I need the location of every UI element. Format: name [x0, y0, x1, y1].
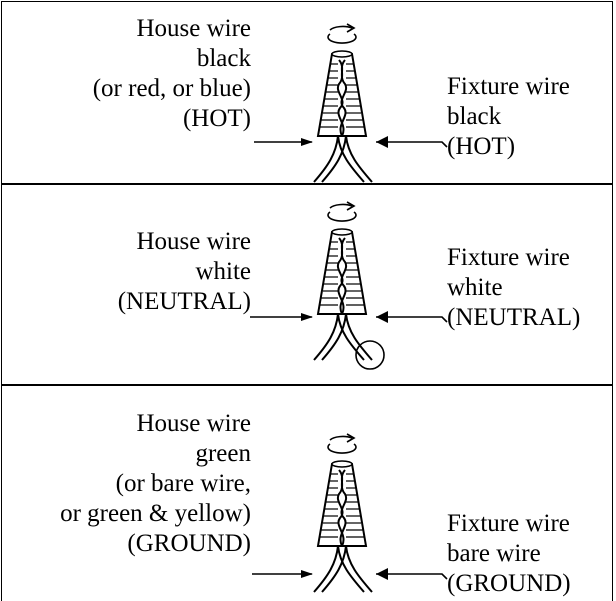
hot-fixture-arrow	[376, 141, 448, 148]
neutral-wire-nut-icon	[313, 201, 373, 361]
ground-house-wire-label: House wire green (or bare wire, or green…	[60, 410, 251, 557]
hot-fixture-wire-label: Fixture wire black (HOT)	[447, 73, 570, 160]
ground-fixture-wire-label: Fixture wire bare wire (GROUND)	[447, 510, 571, 597]
hot-house-wire-label: House wire black (or red, or blue) (HOT)	[92, 15, 251, 132]
ground-fixture-arrow	[376, 573, 448, 580]
hot-wire-panel	[1, 1, 613, 185]
neutral-fixture-wire-label: Fixture wire white (NEUTRAL)	[447, 244, 581, 331]
ground-wire-nut-icon	[313, 433, 373, 593]
neutral-house-wire-label: House wire white (NEUTRAL)	[117, 228, 251, 315]
hot-wire-nut-icon	[313, 23, 373, 183]
ground-wire-panel	[1, 384, 613, 601]
neutral-detail-circle	[355, 340, 385, 370]
neutral-fixture-arrow	[376, 316, 448, 323]
neutral-wire-panel	[1, 183, 613, 386]
